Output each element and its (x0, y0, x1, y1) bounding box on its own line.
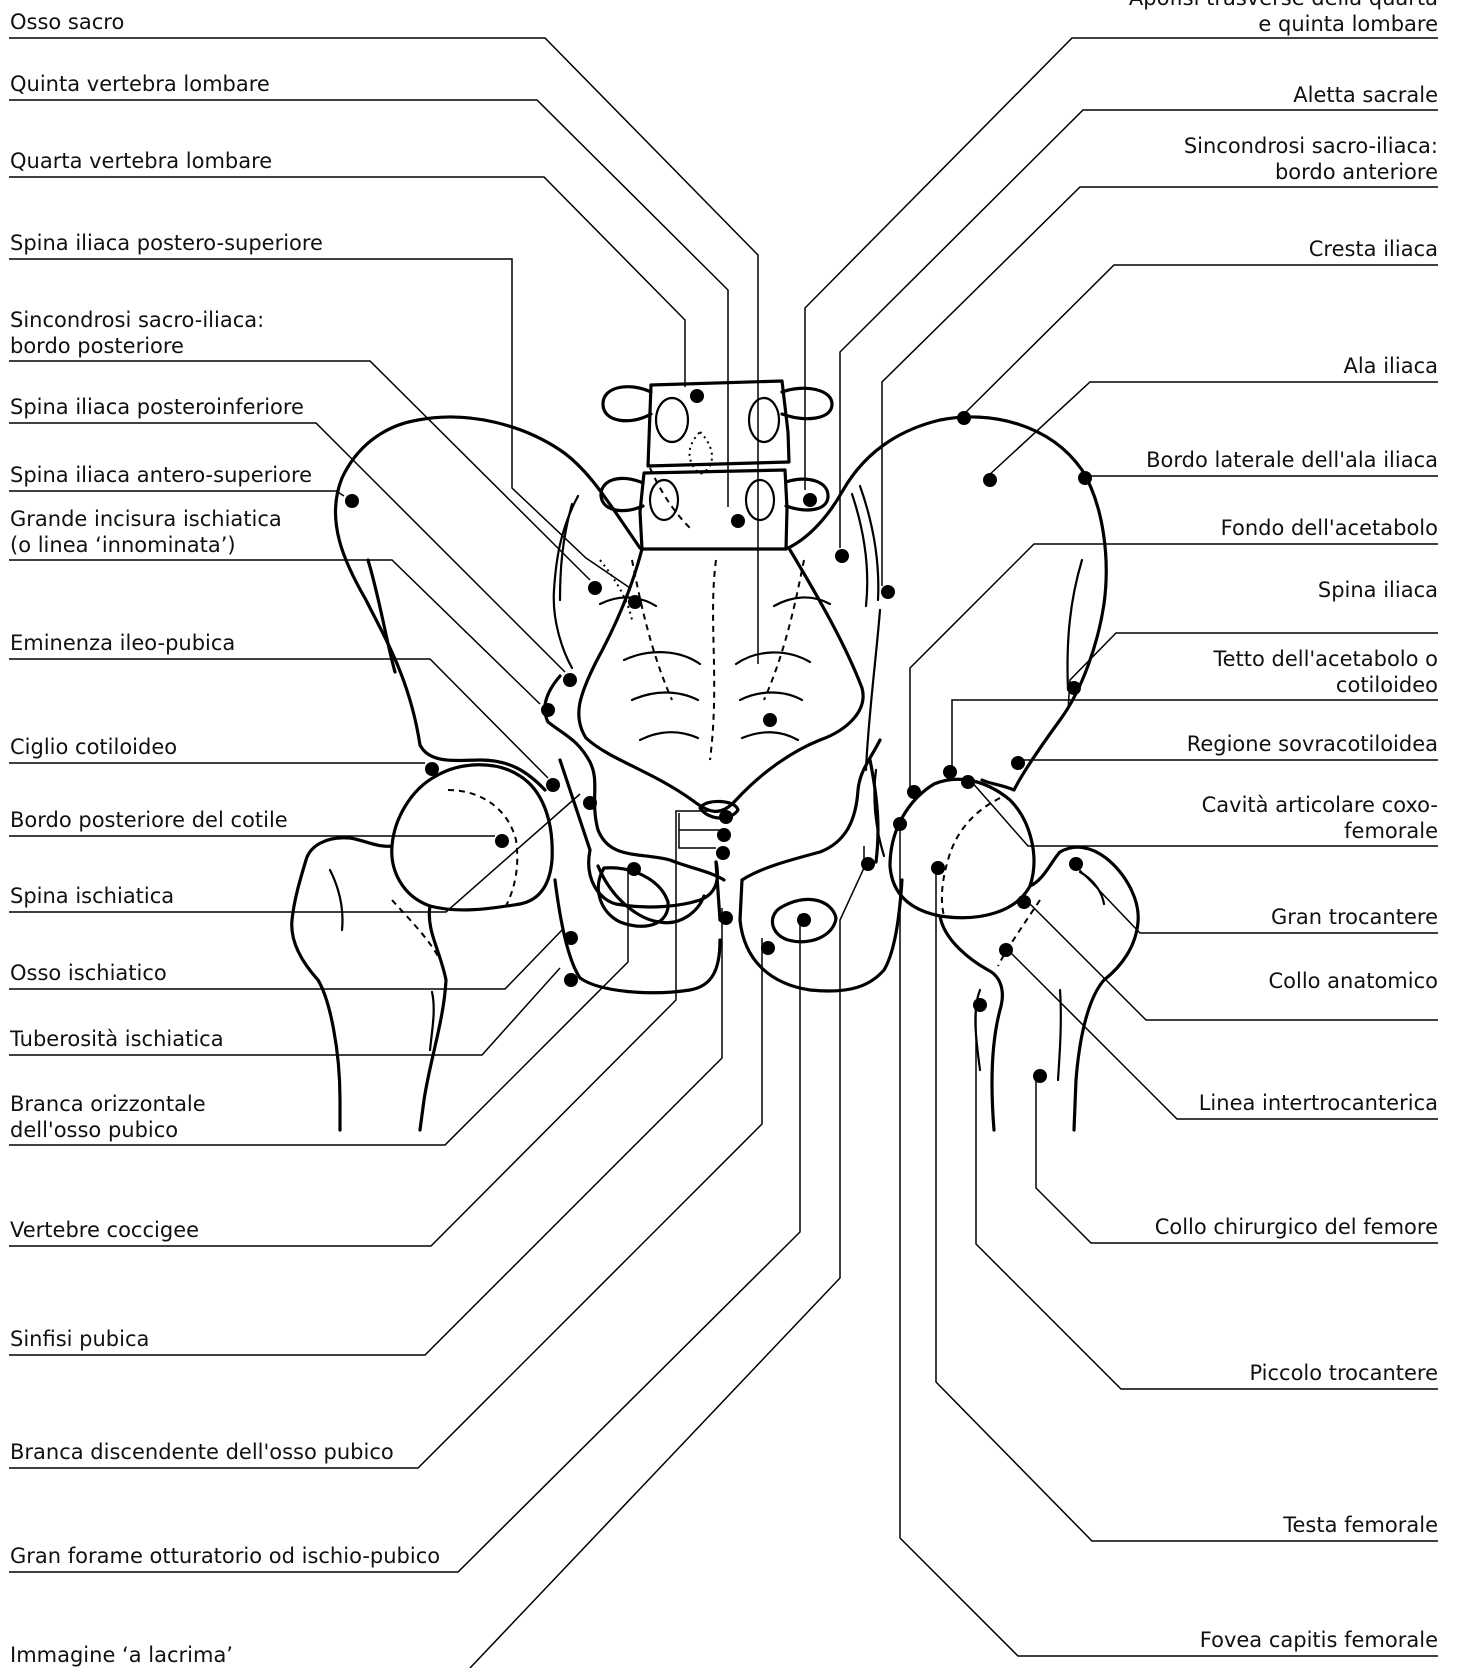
marker-coccigee-3 (716, 846, 730, 860)
marker-apofisi (803, 493, 817, 507)
marker-bordo-cotile (495, 834, 509, 848)
fifth-lumbar-vertebra (601, 432, 828, 549)
marker-testa (931, 861, 945, 875)
label-fondo-acetabolo: Fondo dell'acetabolo (1221, 516, 1438, 540)
leader-lacrima (470, 846, 864, 1668)
label-tetto-acetabolo: Tetto dell'acetabolo ocotiloideo (1212, 647, 1438, 697)
label-sincondrosi-bordo-posteriore: Sincondrosi sacro-iliaca:bordo posterior… (10, 308, 264, 358)
marker-bordo-laterale (1078, 471, 1092, 485)
marker-linea-intertrocanterica (999, 943, 1013, 957)
marker-cavita (961, 775, 975, 789)
marker-quarta (690, 389, 704, 403)
marker-ciglio (425, 762, 439, 776)
label-sinfisi-pubica: Sinfisi pubica (10, 1327, 149, 1351)
label-spina-iliaca: Spina iliaca (1318, 578, 1438, 602)
femur-right (890, 779, 1138, 1130)
femur-left (292, 765, 552, 1130)
label-branca-orizzontale-pubico: Branca orizzontaledell'osso pubico (10, 1092, 206, 1142)
marker-fondo (907, 785, 921, 799)
label-spina-iliaca-postero-superiore: Spina iliaca postero-superiore (10, 231, 323, 255)
label-sincondrosi-bordo-anteriore: Sincondrosi sacro-iliaca:bordo anteriore (1184, 134, 1438, 184)
label-quinta-vertebra-lombare: Quinta vertebra lombare (10, 72, 270, 96)
marker-dots (345, 389, 1092, 1083)
marker-coccigee-1 (719, 810, 733, 824)
label-collo-anatomico: Collo anatomico (1268, 969, 1438, 993)
leader-spina-antero-superiore (9, 491, 344, 496)
marker-spina-postero-superiore (628, 595, 642, 609)
label-vertebre-coccigee: Vertebre coccigee (10, 1218, 199, 1242)
marker-fovea (893, 817, 907, 831)
marker-collo-chirurgico (1033, 1069, 1047, 1083)
marker-spina-ischiatica (583, 796, 597, 810)
marker-antero-superiore (345, 494, 359, 508)
marker-forame (797, 913, 811, 927)
label-piccolo-trocantere: Piccolo trocantere (1249, 1361, 1438, 1385)
marker-lacrima (861, 857, 875, 871)
marker-quinta (731, 514, 745, 528)
marker-spina-posteroinferiore (563, 673, 577, 687)
marker-gran-trocantere (1069, 857, 1083, 871)
label-regione-sovracotiloidea: Regione sovracotiloidea (1187, 732, 1438, 756)
label-eminenza-ileo-pubica: Eminenza ileo-pubica (10, 631, 235, 655)
marker-sinfisi (719, 911, 733, 925)
marker-piccolo-trocantere (973, 998, 987, 1012)
label-spina-iliaca-antero-superiore: Spina iliaca antero-superiore (10, 463, 312, 487)
marker-tetto (943, 765, 957, 779)
marker-sincondrosi-posteriore (588, 581, 602, 595)
label-gran-forame-otturatorio: Gran forame otturatorio od ischio-pubico (10, 1544, 440, 1568)
label-spina-iliaca-posteroinferiore: Spina iliaca posteroinferiore (10, 395, 304, 419)
label-bordo-laterale-ala-iliaca: Bordo laterale dell'ala iliaca (1146, 448, 1438, 472)
marker-eminenza (546, 778, 560, 792)
marker-sacro (763, 713, 777, 727)
fourth-lumbar-vertebra (603, 381, 832, 466)
label-collo-chirurgico-femore: Collo chirurgico del femore (1155, 1215, 1438, 1239)
pelvis-drawing (292, 381, 1138, 1130)
marker-grande-incisura (541, 703, 555, 717)
marker-collo-anatomico (1017, 895, 1031, 909)
label-apofisi-trasverse: Apofisi trasverse della quartae quinta l… (1129, 0, 1438, 36)
leader-testa (936, 866, 1438, 1541)
marker-sincondrosi-anteriore (881, 585, 895, 599)
marker-branca-discendente (761, 941, 775, 955)
label-spina-ischiatica: Spina ischiatica (10, 884, 174, 908)
label-osso-ischiatico: Osso ischiatico (10, 961, 167, 985)
label-grande-incisura-ischiatica: Grande incisura ischiatica(o linea ‘inno… (10, 507, 282, 557)
label-gran-trocantere: Gran trocantere (1271, 905, 1438, 929)
label-quarta-vertebra-lombare: Quarta vertebra lombare (10, 149, 272, 173)
label-cavita-articolare: Cavità articolare coxo-femorale (1202, 793, 1438, 843)
leader-spina-iliaca (1068, 633, 1438, 710)
leader-cresta (960, 265, 1438, 418)
label-tuberosita-ischiatica: Tuberosità ischiatica (9, 1027, 224, 1051)
label-osso-sacro: Osso sacro (10, 10, 124, 34)
marker-ala (983, 473, 997, 487)
label-aletta-sacrale: Aletta sacrale (1293, 83, 1438, 107)
label-fovea-capitis-femorale: Fovea capitis femorale (1200, 1628, 1438, 1652)
marker-coccigee-2 (717, 828, 731, 842)
marker-aletta (835, 549, 849, 563)
marker-spina-iliaca (1067, 681, 1081, 695)
label-cresta-iliaca: Cresta iliaca (1309, 237, 1438, 261)
labels-right: Apofisi trasverse della quartae quinta l… (1129, 0, 1438, 1652)
label-ciglio-cotiloideo: Ciglio cotiloideo (10, 735, 177, 759)
marker-tuberosita (564, 973, 578, 987)
leader-branca-discendente (9, 938, 762, 1468)
label-bordo-posteriore-cotile: Bordo posteriore del cotile (10, 808, 288, 832)
marker-branca-orizzontale (627, 862, 641, 876)
label-testa-femorale: Testa femorale (1282, 1513, 1438, 1537)
label-branca-discendente-pubico: Branca discendente dell'osso pubico (10, 1440, 394, 1464)
label-linea-intertrocanterica: Linea intertrocanterica (1199, 1091, 1438, 1115)
marker-osso-ischiatico (564, 931, 578, 945)
marker-cresta (957, 411, 971, 425)
marker-regione (1011, 756, 1025, 770)
leader-forame-otturatorio (9, 914, 800, 1572)
pelvic-ring (335, 417, 1106, 993)
label-ala-iliaca: Ala iliaca (1343, 354, 1438, 378)
label-immagine-a-lacrima: Immagine ‘a lacrima’ (10, 1643, 233, 1667)
